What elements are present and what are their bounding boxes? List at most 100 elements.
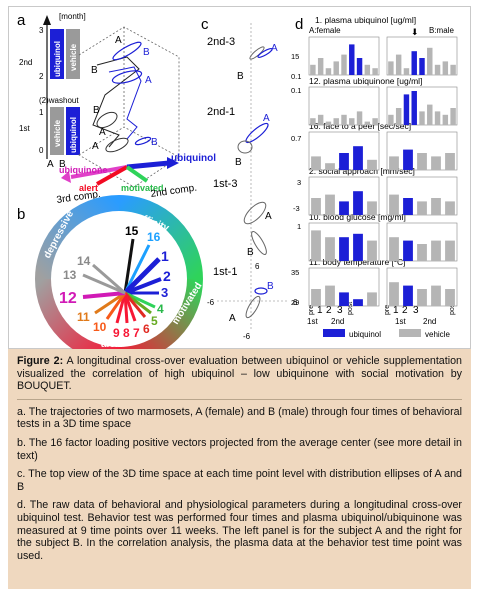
row-label-2nd: 2nd xyxy=(19,58,32,67)
label-b-1st3: B xyxy=(93,105,100,116)
axis-tick-0: 0 xyxy=(39,146,44,155)
c-label-b-2nd-1: B xyxy=(235,157,242,168)
vector-label-11: 11 xyxy=(77,310,90,324)
label-b-1st1: B xyxy=(151,137,158,148)
d-bar-2-a-2 xyxy=(339,153,349,170)
vector-15 xyxy=(123,238,135,294)
d-bar-1-b-5 xyxy=(427,104,433,125)
time-axis-arrow xyxy=(43,15,51,25)
d-x-1st-b: 1st xyxy=(395,317,406,326)
c-axis-6: 6 xyxy=(255,262,260,271)
d-x-2-b: 2 xyxy=(402,305,408,316)
d-title-16: 16. face to a peer [sec/sec] xyxy=(309,121,411,131)
vector-label-10: 10 xyxy=(93,320,107,334)
axis-month-label: [month] xyxy=(59,12,86,21)
ring-label-alert: alert xyxy=(101,339,123,350)
d-bar-2-a-0 xyxy=(311,156,321,170)
d-bar-0-b-2 xyxy=(403,68,410,75)
c-row-2nd-1: 2nd-1 xyxy=(207,106,235,118)
floor-label-alert: alert xyxy=(79,183,98,193)
c-ellipse-b-2nd-3 xyxy=(257,48,273,58)
caption-fig-label: Figure 2: xyxy=(17,355,64,367)
d-arrow-marker: ⬇ xyxy=(411,27,419,37)
label-a-2nd3: A xyxy=(115,35,122,46)
d-bar-5-a-3 xyxy=(353,299,363,306)
d-ylabel-row1: 15 xyxy=(291,52,299,61)
ubiquinol-label-1st: ubiquinol xyxy=(69,117,78,153)
vehicle-label-1st: vehicle xyxy=(53,119,62,147)
caption-c: c. The top view of the 3D time space at … xyxy=(17,468,462,493)
c-ellipse-a-2nd-1 xyxy=(245,122,269,144)
ubiquinol-bar-2nd xyxy=(50,29,64,79)
d-bar-4-a-3 xyxy=(353,233,363,261)
vector-10 xyxy=(105,292,127,320)
legend-swatch-ubiquinol xyxy=(323,329,345,337)
c-row-2nd-3: 2nd-3 xyxy=(207,36,235,48)
vector-label-1: 1 xyxy=(161,248,169,264)
d-x-1-a: 1 xyxy=(317,305,323,316)
d-bar-2-b-3 xyxy=(431,156,441,170)
ring-label-depressive: depressive xyxy=(42,209,76,261)
d-bar-1-b-0 xyxy=(388,114,394,125)
vector-1 xyxy=(123,257,161,295)
d-ylabel-row4-bottom: -3 xyxy=(293,204,300,213)
vector-16 xyxy=(123,244,151,294)
vector-label-7: 7 xyxy=(133,326,140,340)
c-ellipse-a-1st-1 xyxy=(245,295,261,319)
d-bar-4-b-4 xyxy=(445,240,455,261)
vector-label-5: 5 xyxy=(151,314,158,328)
c-axis-m6b: -6 xyxy=(243,332,251,341)
d-x-post-a: post xyxy=(347,302,354,315)
caption-main: Figure 2: A longitudinal cross-over eval… xyxy=(17,355,462,393)
d-ylabel-row6-bottom: 29 xyxy=(291,298,299,307)
d-x-2nd-b: 2nd xyxy=(423,317,436,326)
d-bar-0-a-1 xyxy=(317,58,324,75)
ubiquinol-label-2nd: ubiquinol xyxy=(53,41,62,77)
axis-tick-1: 1 xyxy=(39,108,44,117)
trajectory-a xyxy=(92,56,140,148)
d-bar-1-a-3 xyxy=(333,118,339,125)
c-label-b-2nd-3: B xyxy=(237,71,244,82)
ring-affinity-segment xyxy=(118,195,203,280)
d-bar-0-a-3 xyxy=(333,61,339,75)
d-bar-4-b-2 xyxy=(417,244,427,261)
floor-label-motivated: motivated xyxy=(121,183,164,193)
d-ylabel-row3: 0.7 xyxy=(291,134,301,143)
figure-panel: a [month] 3 2nd 2 (2)washout 1 1st 0 ubi… xyxy=(8,6,471,363)
vector-label-13: 13 xyxy=(63,268,77,282)
d-bar-0-a-7 xyxy=(364,64,371,75)
d-bar-1-a-4 xyxy=(341,114,347,125)
d-bar-5-b-2 xyxy=(417,289,427,306)
d-bar-0-a-4 xyxy=(341,54,347,75)
c-label-a-1st-3: A xyxy=(265,211,272,222)
d-bar-0-a-5 xyxy=(349,44,355,75)
vector-label-12: 12 xyxy=(59,290,77,307)
d-bar-1-b-4 xyxy=(419,111,425,125)
row-label-1st: 1st xyxy=(19,124,30,133)
vector-label-9: 9 xyxy=(113,326,120,340)
c-label-a-1st-1: A xyxy=(229,313,236,324)
c-label-b-1st-3: B xyxy=(247,247,254,258)
vector-label-8: 8 xyxy=(123,326,130,340)
d-bar-0-b-0 xyxy=(388,61,394,75)
c-axis-6b: 6 xyxy=(293,298,298,307)
label-b-2nd3: B xyxy=(143,47,150,58)
floor-label-ubiquinone: ubiquinone xyxy=(59,165,108,175)
vehicle-bar-2nd xyxy=(66,29,80,79)
d-x-2nd-a: 2nd xyxy=(331,317,344,326)
d-bar-0-a-2 xyxy=(325,68,332,75)
d-bar-3-a-4 xyxy=(367,201,377,215)
d-title-2: 2. social approach [mm/sec] xyxy=(309,166,415,176)
legend-label-ubiquinol: ubiquinol xyxy=(349,330,381,339)
panel-c-top-view: 2nd-3 A B 2nd-1 A B 1st-3 A B 1st-1 6 -6… xyxy=(207,23,298,341)
d-bar-4-b-0 xyxy=(389,237,399,261)
label-a-origin: A xyxy=(47,159,54,170)
d-bar-1-b-3 xyxy=(411,91,417,125)
d-bar-4-b-1 xyxy=(403,240,413,261)
space-frame xyxy=(78,26,180,188)
d-bar-0-a-8 xyxy=(372,68,378,75)
ellipse-b-2nd-3 xyxy=(112,41,142,61)
d-bar-2-b-0 xyxy=(389,156,399,170)
d-bar-2-a-1 xyxy=(325,163,335,170)
trajectory-b xyxy=(108,66,142,140)
